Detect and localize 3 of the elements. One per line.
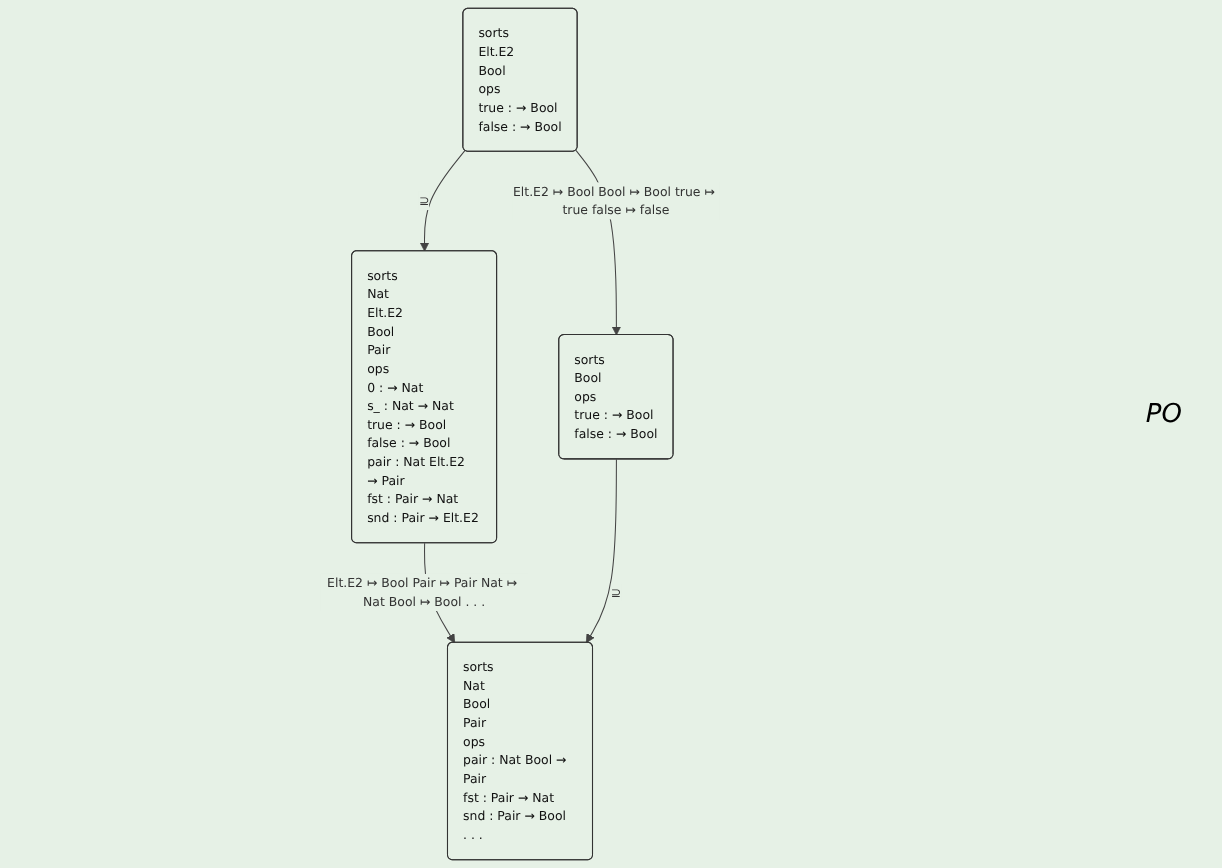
diagram-note: PO	[1145, 400, 1182, 430]
arrow	[585, 458, 617, 644]
arrow	[419, 149, 466, 252]
